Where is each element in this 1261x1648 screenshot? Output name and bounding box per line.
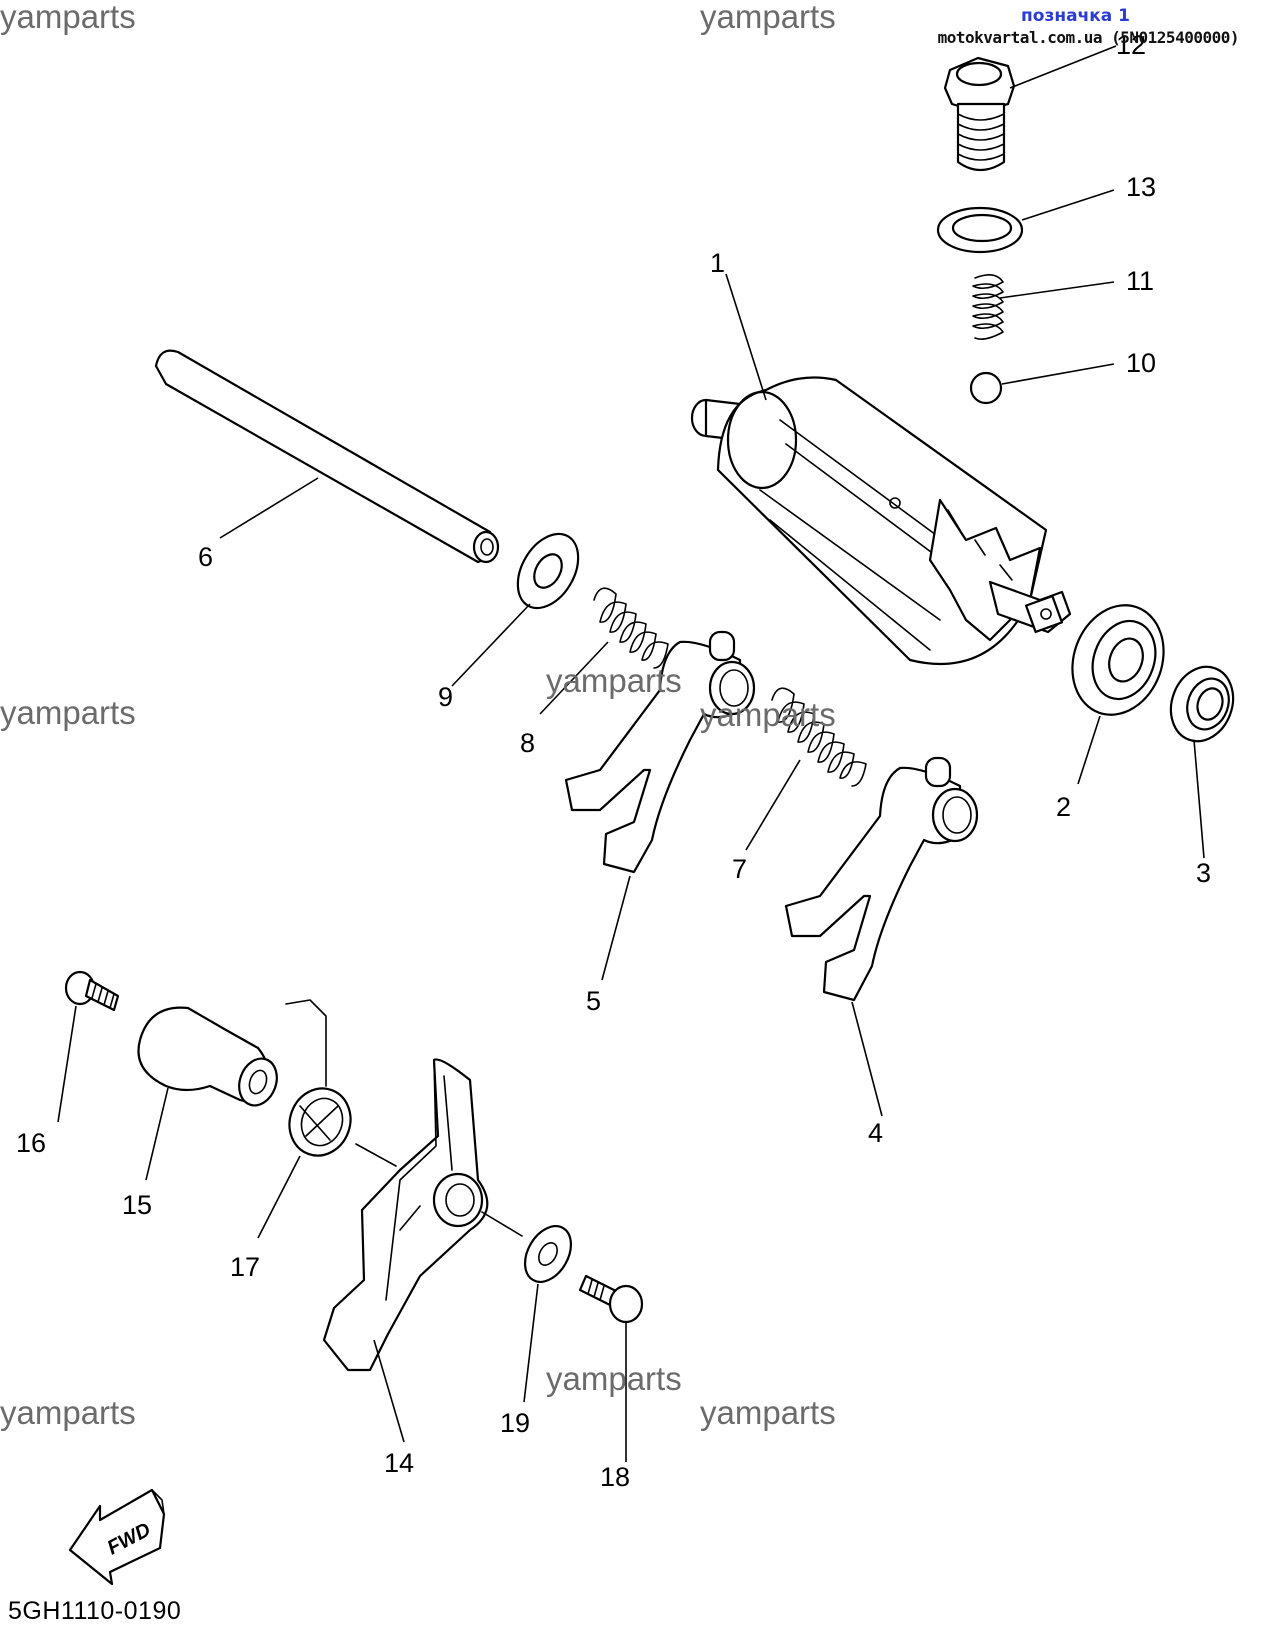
callout-12: 12 — [1116, 30, 1146, 60]
spring-part-8[interactable] — [593, 587, 669, 669]
callout-11: 11 — [1126, 266, 1154, 296]
callout-18: 18 — [600, 1462, 630, 1492]
shift-lever-part-14[interactable] — [322, 1058, 489, 1372]
callout-3: 3 — [1196, 858, 1211, 888]
callout-5: 5 — [586, 986, 601, 1016]
seal-part-3[interactable] — [1161, 658, 1243, 750]
collar-part-15[interactable] — [137, 1006, 283, 1111]
callout-2: 2 — [1056, 792, 1071, 822]
washer-part-13[interactable] — [936, 206, 1024, 254]
callout-9: 9 — [438, 682, 453, 712]
bolt-part-12[interactable] — [943, 56, 1016, 172]
watermark: yamparts — [0, 694, 136, 731]
watermark: yamparts — [700, 696, 836, 733]
bearing-part-2[interactable] — [1058, 592, 1179, 727]
shift-drum-part-1[interactable] — [690, 376, 1072, 666]
torsion-spring-part-17[interactable] — [280, 999, 360, 1164]
washer-part-19[interactable] — [516, 1218, 581, 1290]
header-site: motokvartal.com.ua (5N0125400000) — [937, 28, 1240, 47]
callout-17: 17 — [230, 1252, 260, 1282]
shaft-part-6[interactable] — [154, 349, 500, 564]
shift-fork-part-5[interactable] — [564, 630, 756, 874]
ball-part-10[interactable] — [969, 371, 1003, 405]
watermark: yamparts — [546, 1360, 682, 1397]
bolt-part-16[interactable] — [64, 970, 120, 1012]
watermark: yamparts — [700, 1394, 836, 1431]
callout-4: 4 — [868, 1118, 883, 1148]
callout-15: 15 — [122, 1190, 152, 1220]
callout-7: 7 — [732, 854, 747, 884]
callout-14: 14 — [384, 1448, 414, 1478]
diagram-code: 5GH1110-0190 — [8, 1597, 182, 1625]
callout-1: 1 — [710, 248, 725, 278]
bolt-part-18[interactable] — [578, 1274, 644, 1324]
leader-lines — [57, 45, 1205, 1462]
alignment-line — [481, 1211, 523, 1237]
watermark: yamparts — [700, 0, 836, 35]
callout-16: 16 — [16, 1128, 46, 1158]
header-label[interactable]: позначка 1 — [1021, 6, 1130, 26]
spring-part-11[interactable] — [972, 274, 1004, 340]
callout-8: 8 — [520, 728, 535, 758]
spring-part-7[interactable] — [771, 687, 867, 787]
washer-part-9[interactable] — [505, 523, 590, 618]
callout-13: 13 — [1126, 172, 1156, 202]
callout-6: 6 — [198, 542, 213, 572]
shift-fork-part-4[interactable] — [784, 756, 979, 1002]
callout-19: 19 — [500, 1408, 530, 1438]
fwd-arrow-icon: FWD — [68, 1488, 166, 1586]
watermark: yamparts — [0, 1394, 136, 1431]
watermark: yamparts — [546, 662, 682, 699]
watermark: yamparts — [0, 0, 136, 35]
callout-10: 10 — [1126, 348, 1156, 378]
alignment-line — [355, 1143, 397, 1167]
